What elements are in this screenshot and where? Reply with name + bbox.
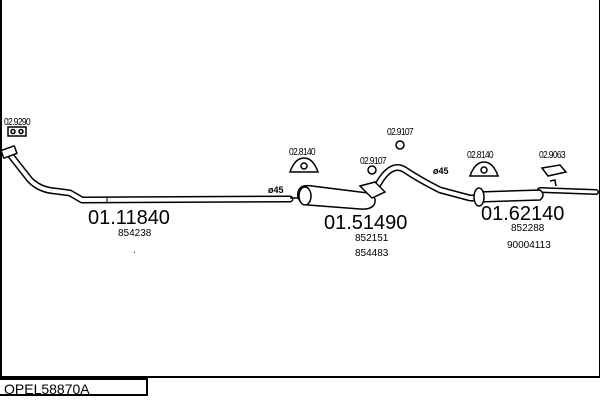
diagram-code: OPEL58870A (0, 378, 148, 397)
middle-muffler (290, 181, 387, 210)
gasket-hole (10, 128, 16, 135)
rubber-mount-hole (300, 162, 308, 170)
part-ref: 854483 (355, 248, 389, 259)
part-ref: 854238 (118, 228, 152, 239)
accessory-label: 02.9107 (387, 127, 414, 138)
tail-pipe-inner (538, 188, 598, 194)
gasket-icon (7, 126, 27, 137)
flange (0, 145, 18, 159)
part-number: 01.51490 (324, 212, 408, 234)
ring-icon (395, 140, 405, 150)
part-ref: 852151 (355, 233, 389, 244)
gasket-hole (18, 128, 24, 135)
rubber-mount-hole (480, 166, 488, 174)
ring-icon (367, 165, 377, 175)
diameter-label: ø45 (268, 185, 284, 195)
middle-pipe-inner (373, 165, 482, 200)
part-number: 01.11840 (88, 207, 170, 229)
accessory-label: 02.8140 (467, 150, 494, 161)
accessory-label: 02.8140 (289, 147, 316, 158)
accessory-label: 02.9107 (360, 156, 387, 167)
part-ref: 90004113 (507, 240, 551, 251)
rear-muffler (473, 179, 557, 207)
accessory-label: 02.9063 (539, 150, 566, 161)
clamp-icon (540, 164, 568, 177)
part-ref: 852288 (511, 223, 545, 234)
front-pipe-inner (6, 150, 292, 202)
dot-mark: . (133, 245, 136, 256)
part-number: 01.62140 (481, 203, 565, 225)
accessory-label: 02.9290 (4, 117, 31, 128)
diameter-label: ø45 (433, 166, 449, 176)
front-pipe (4, 148, 294, 204)
